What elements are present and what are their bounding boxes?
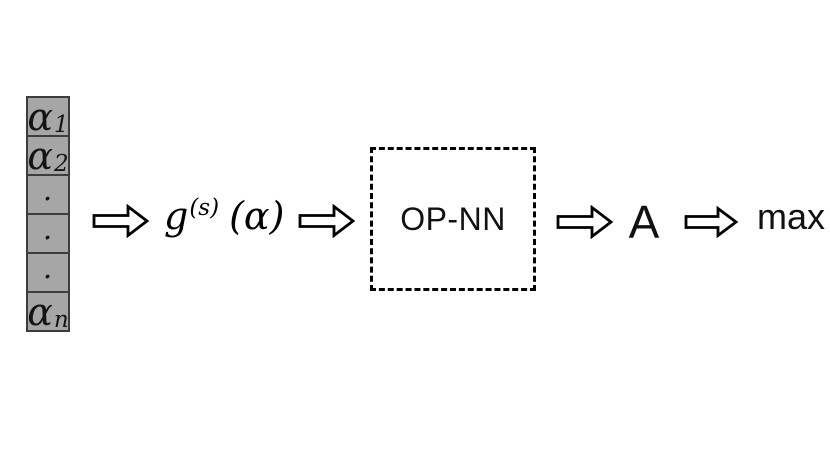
cell-text: . xyxy=(42,251,53,286)
op-nn-box: OP-NN xyxy=(370,147,536,291)
cell-subscript: 2 xyxy=(54,151,69,177)
vector-cell-dot: . xyxy=(26,213,70,254)
function-argument: (α) xyxy=(229,194,285,238)
block-arrow-right-icon xyxy=(298,204,356,238)
cell-text: α xyxy=(27,133,54,178)
max-label: max xyxy=(757,196,826,237)
vector-cell-dot: . xyxy=(26,252,70,293)
op-nn-label: OP-NN xyxy=(400,201,506,237)
function-base: g xyxy=(164,194,189,238)
output-a-label: A xyxy=(628,196,660,248)
block-arrow-right-icon xyxy=(556,205,614,239)
block-arrow-right-icon xyxy=(92,204,150,238)
cell-text: α xyxy=(27,94,54,139)
function-superscript: (s) xyxy=(189,195,220,221)
cell-subscript: n xyxy=(53,307,69,333)
cell-text: . xyxy=(42,212,53,247)
cell-text: α xyxy=(27,289,53,334)
block-arrow-right-icon xyxy=(684,206,739,238)
function-label: g(s) (α) xyxy=(164,194,285,238)
cell-text: . xyxy=(42,173,53,208)
vector-cell-dot: . xyxy=(26,174,70,215)
cell-subscript: 1 xyxy=(54,112,69,138)
